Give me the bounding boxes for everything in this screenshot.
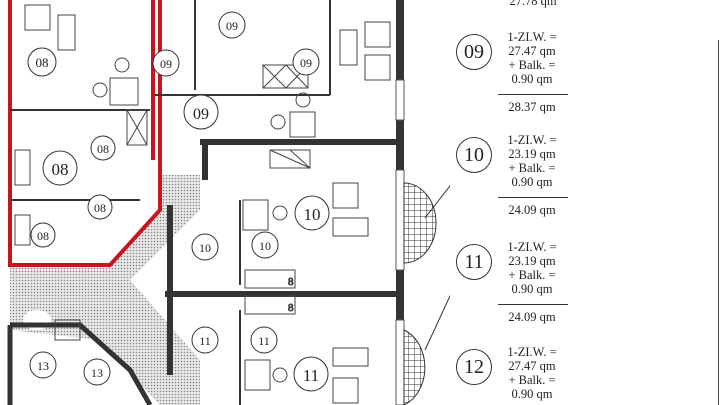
- legend-line: + Balk. =: [508, 161, 556, 175]
- legend-line: + Balk. =: [508, 58, 556, 72]
- legend-top-total: 27.78 qm: [509, 0, 557, 8]
- svg-text:08: 08: [94, 201, 106, 215]
- balcony-10: [403, 182, 437, 264]
- svg-text:09: 09: [193, 106, 209, 123]
- page-edge: [718, 40, 719, 405]
- sum-rule: [498, 94, 568, 95]
- legend-line: 27.47 qm: [508, 359, 556, 373]
- legend-total: 28.37 qm: [508, 100, 556, 114]
- svg-text:09: 09: [300, 56, 312, 70]
- svg-text:08: 08: [52, 160, 69, 179]
- legend-line: 23.19 qm: [508, 254, 556, 268]
- area-legend: 27.78 qm 09 1-ZI.W. = 27.47 qm + Balk. =…: [450, 0, 610, 405]
- svg-text:08: 08: [97, 142, 109, 156]
- unit-number-circle: 11: [456, 244, 492, 280]
- legend-line: + Balk. =: [508, 373, 556, 387]
- legend-line: + Balk. =: [508, 268, 556, 282]
- svg-text:11: 11: [303, 366, 319, 385]
- svg-text:09: 09: [226, 19, 238, 33]
- balcony-11: [403, 329, 426, 405]
- svg-text:10: 10: [304, 205, 321, 224]
- furniture: 8 8: [14, 4, 391, 404]
- svg-text:08: 08: [37, 229, 49, 243]
- unit-number-circle: 10: [456, 137, 492, 173]
- legend-line: 1-ZI.W. =: [507, 30, 557, 44]
- legend-line: 23.19 qm: [508, 147, 556, 161]
- unit-number-circle: 09: [456, 34, 492, 70]
- svg-text:10: 10: [199, 241, 211, 255]
- svg-text:8: 8: [288, 302, 294, 314]
- svg-text:13: 13: [37, 359, 49, 373]
- floor-plan: 8 8 08 08 08 08 08 09 09 09 09 10 10 10 …: [7, 0, 450, 405]
- svg-text:11: 11: [258, 334, 270, 348]
- sum-rule: [498, 197, 568, 198]
- svg-text:08: 08: [36, 55, 49, 70]
- svg-text:11: 11: [199, 334, 211, 348]
- legend-line: 0.90 qm: [511, 72, 553, 86]
- room-labels: 08 08 08 08 08 09 09 09 09 10 10 10 11 1…: [27, 11, 330, 392]
- legend-line: 0.90 qm: [511, 282, 553, 296]
- legend-total: 24.09 qm: [508, 203, 556, 217]
- svg-text:13: 13: [91, 366, 103, 380]
- legend-line: 0.90 qm: [511, 387, 553, 401]
- legend-line: 0.90 qm: [511, 175, 553, 189]
- sum-rule: [498, 304, 568, 305]
- svg-text:09: 09: [160, 57, 172, 71]
- legend-line: 1-ZI.W. =: [507, 133, 557, 147]
- unit-number-circle: 12: [456, 349, 492, 385]
- legend-total: 24.09 qm: [508, 310, 556, 324]
- svg-text:8: 8: [288, 276, 294, 288]
- legend-line: 1-ZI.W. =: [507, 240, 557, 254]
- unit-08-highlight: [8, 0, 162, 267]
- legend-line: 1-ZI.W. =: [507, 345, 557, 359]
- svg-text:10: 10: [259, 239, 271, 253]
- legend-line: 27.47 qm: [508, 44, 556, 58]
